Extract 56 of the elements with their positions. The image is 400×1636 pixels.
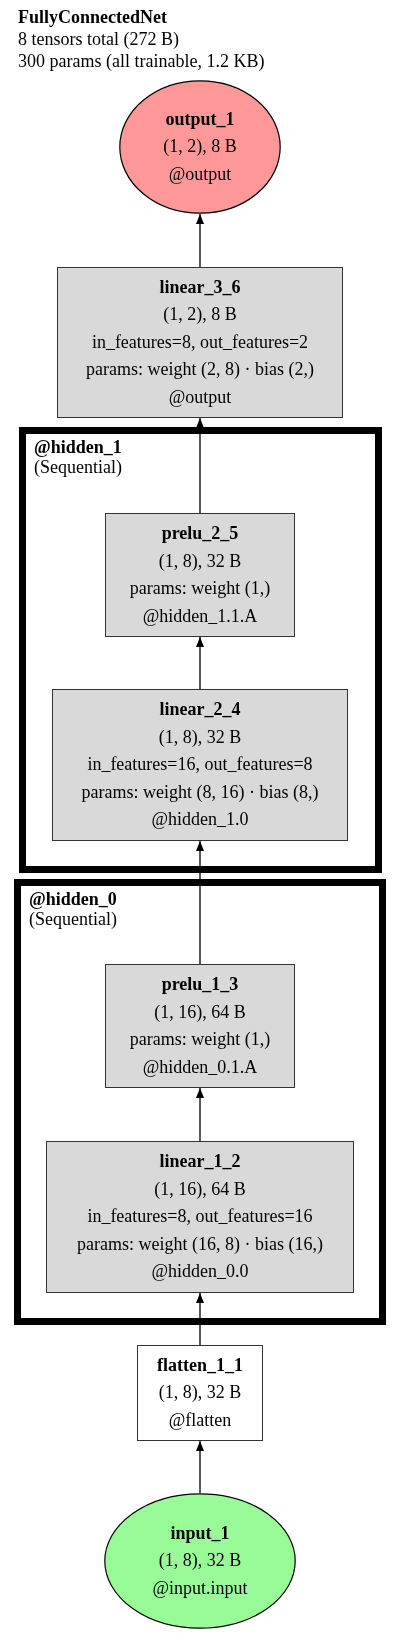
module-path: @flatten (168, 1408, 232, 1432)
tensor-size: (1, 8), 32 B (158, 1381, 242, 1405)
layer-name: prelu_1_3 (161, 973, 239, 996)
module-group-frame (14, 879, 386, 1325)
layer-box (105, 513, 295, 637)
output-ellipse (119, 80, 281, 214)
tensor-size: (1, 16), 64 B (154, 1177, 246, 1201)
arrow (196, 213, 204, 268)
module-group-frame (19, 427, 382, 873)
layer-info: params: weight (1,) (129, 577, 271, 600)
arrow (196, 1087, 204, 1142)
module-path: @hidden_0.0 (151, 1260, 249, 1284)
layer-name: prelu_2_5 (161, 522, 239, 545)
input-ellipse (104, 1493, 296, 1629)
module-type: (Sequential) (29, 909, 117, 929)
arrow (196, 1292, 204, 1346)
module-path: @input.input (152, 1576, 248, 1600)
arrow (196, 417, 204, 514)
arrow (196, 840, 204, 965)
summary-text: 300 params (all trainable, 1.2 KB) (18, 50, 265, 72)
module-path: @output (168, 385, 232, 409)
layer-info: params: weight (8, 16) · bias (8,) (81, 780, 319, 804)
layer-box (52, 689, 348, 841)
layer-info: params: weight (2, 8) · bias (2,) (86, 358, 314, 382)
arrow (196, 1440, 204, 1494)
layer-info: params: weight (16, 8) · bias (16,) (77, 1232, 323, 1256)
layer-name: linear_2_4 (159, 698, 241, 722)
layer-box (105, 964, 295, 1088)
diagram-title: FullyConnectedNet (18, 6, 167, 28)
summary-text: 8 tensors total (272 B) (18, 28, 179, 50)
module-name: @hidden_1 (34, 437, 122, 457)
layer-name: linear_3_6 (159, 275, 241, 299)
tensor-size: (1, 2), 8 B (163, 135, 237, 159)
layer-name: flatten_1_1 (157, 1353, 243, 1377)
layer-box (137, 1345, 263, 1441)
tensor-size: (1, 2), 8 B (163, 303, 237, 327)
module-type: (Sequential) (34, 457, 122, 477)
layer-info: in_features=16, out_features=8 (87, 753, 313, 777)
layer-info: in_features=8, out_features=2 (91, 330, 309, 354)
module-path: @output (168, 162, 232, 186)
module-path: @hidden_1.0 (151, 808, 249, 832)
layer-info: in_features=8, out_features=16 (87, 1205, 313, 1229)
layer-info: params: weight (1,) (129, 1028, 271, 1051)
layer-name: linear_1_2 (159, 1150, 241, 1174)
tensor-size: (1, 8), 32 B (158, 1549, 242, 1573)
tensor-size: (1, 8), 32 B (158, 549, 242, 573)
layer-box (46, 1141, 354, 1293)
tensor-size: (1, 16), 64 B (154, 1000, 246, 1024)
module-name: @hidden_0 (29, 889, 117, 909)
arrow (196, 636, 204, 690)
layer-box (57, 267, 343, 418)
layer-name: input_1 (170, 1521, 230, 1545)
tensor-size: (1, 8), 32 B (158, 725, 242, 749)
module-path: @hidden_1.1.A (142, 604, 258, 628)
module-path: @hidden_0.1.A (142, 1055, 258, 1079)
layer-name: output_1 (165, 107, 235, 131)
